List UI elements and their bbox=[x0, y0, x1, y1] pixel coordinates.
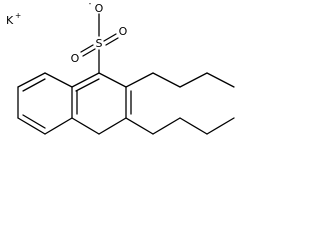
bond-c3-c4 bbox=[98, 117, 127, 135]
oxygen-atom-lower-label: O bbox=[71, 52, 80, 65]
ring-lower bbox=[17, 72, 73, 135]
bond-c2-chain1 bbox=[125, 72, 154, 88]
oxygen-atom-right-label: O bbox=[119, 25, 128, 38]
bond-s-o-right-1 bbox=[103, 33, 117, 42]
bond-s-o-lower-1 bbox=[80, 44, 94, 53]
bond-chain1-4 bbox=[206, 72, 235, 88]
bond-c1-c8a-inner bbox=[75, 78, 100, 92]
bond-c4-c4a bbox=[71, 117, 100, 135]
bond-c7-c8-inner bbox=[22, 78, 46, 92]
bond-chain2-2 bbox=[152, 117, 181, 135]
bond-c3-chain2 bbox=[125, 117, 154, 135]
cation-charge-label: + bbox=[15, 11, 21, 20]
potassium-atom-label: K bbox=[6, 14, 14, 27]
bond-c8a-c1 bbox=[71, 72, 100, 88]
sulfur-atom-label: S bbox=[96, 37, 103, 50]
bond-c5-c6 bbox=[17, 117, 46, 135]
bond-c5-c6-inner bbox=[22, 114, 46, 129]
potassium-counterion: K + bbox=[6, 11, 21, 27]
bond-chain1-2 bbox=[152, 72, 181, 88]
bond-c7-c8 bbox=[17, 72, 46, 88]
butyl-chain-upper bbox=[125, 72, 235, 88]
ring-upper bbox=[71, 72, 132, 135]
bond-chain2-3 bbox=[179, 117, 208, 135]
bond-chain1-3 bbox=[179, 72, 208, 88]
butyl-chain-lower bbox=[125, 117, 235, 135]
bond-chain2-4 bbox=[206, 117, 235, 135]
chemical-structure: S O - O O K + bbox=[6, 0, 235, 135]
bond-c8-c8a bbox=[44, 72, 73, 88]
bond-c1-c2 bbox=[98, 72, 127, 88]
sulfonate-group: S O - O O bbox=[71, 0, 128, 74]
anion-charge-label: - bbox=[89, 0, 92, 8]
oxygen-atom-upper-label: O bbox=[95, 2, 104, 15]
bond-c4a-c5 bbox=[44, 117, 73, 135]
bond-s-o-lower-2 bbox=[82, 48, 96, 57]
bond-s-o-right-2 bbox=[105, 37, 119, 46]
